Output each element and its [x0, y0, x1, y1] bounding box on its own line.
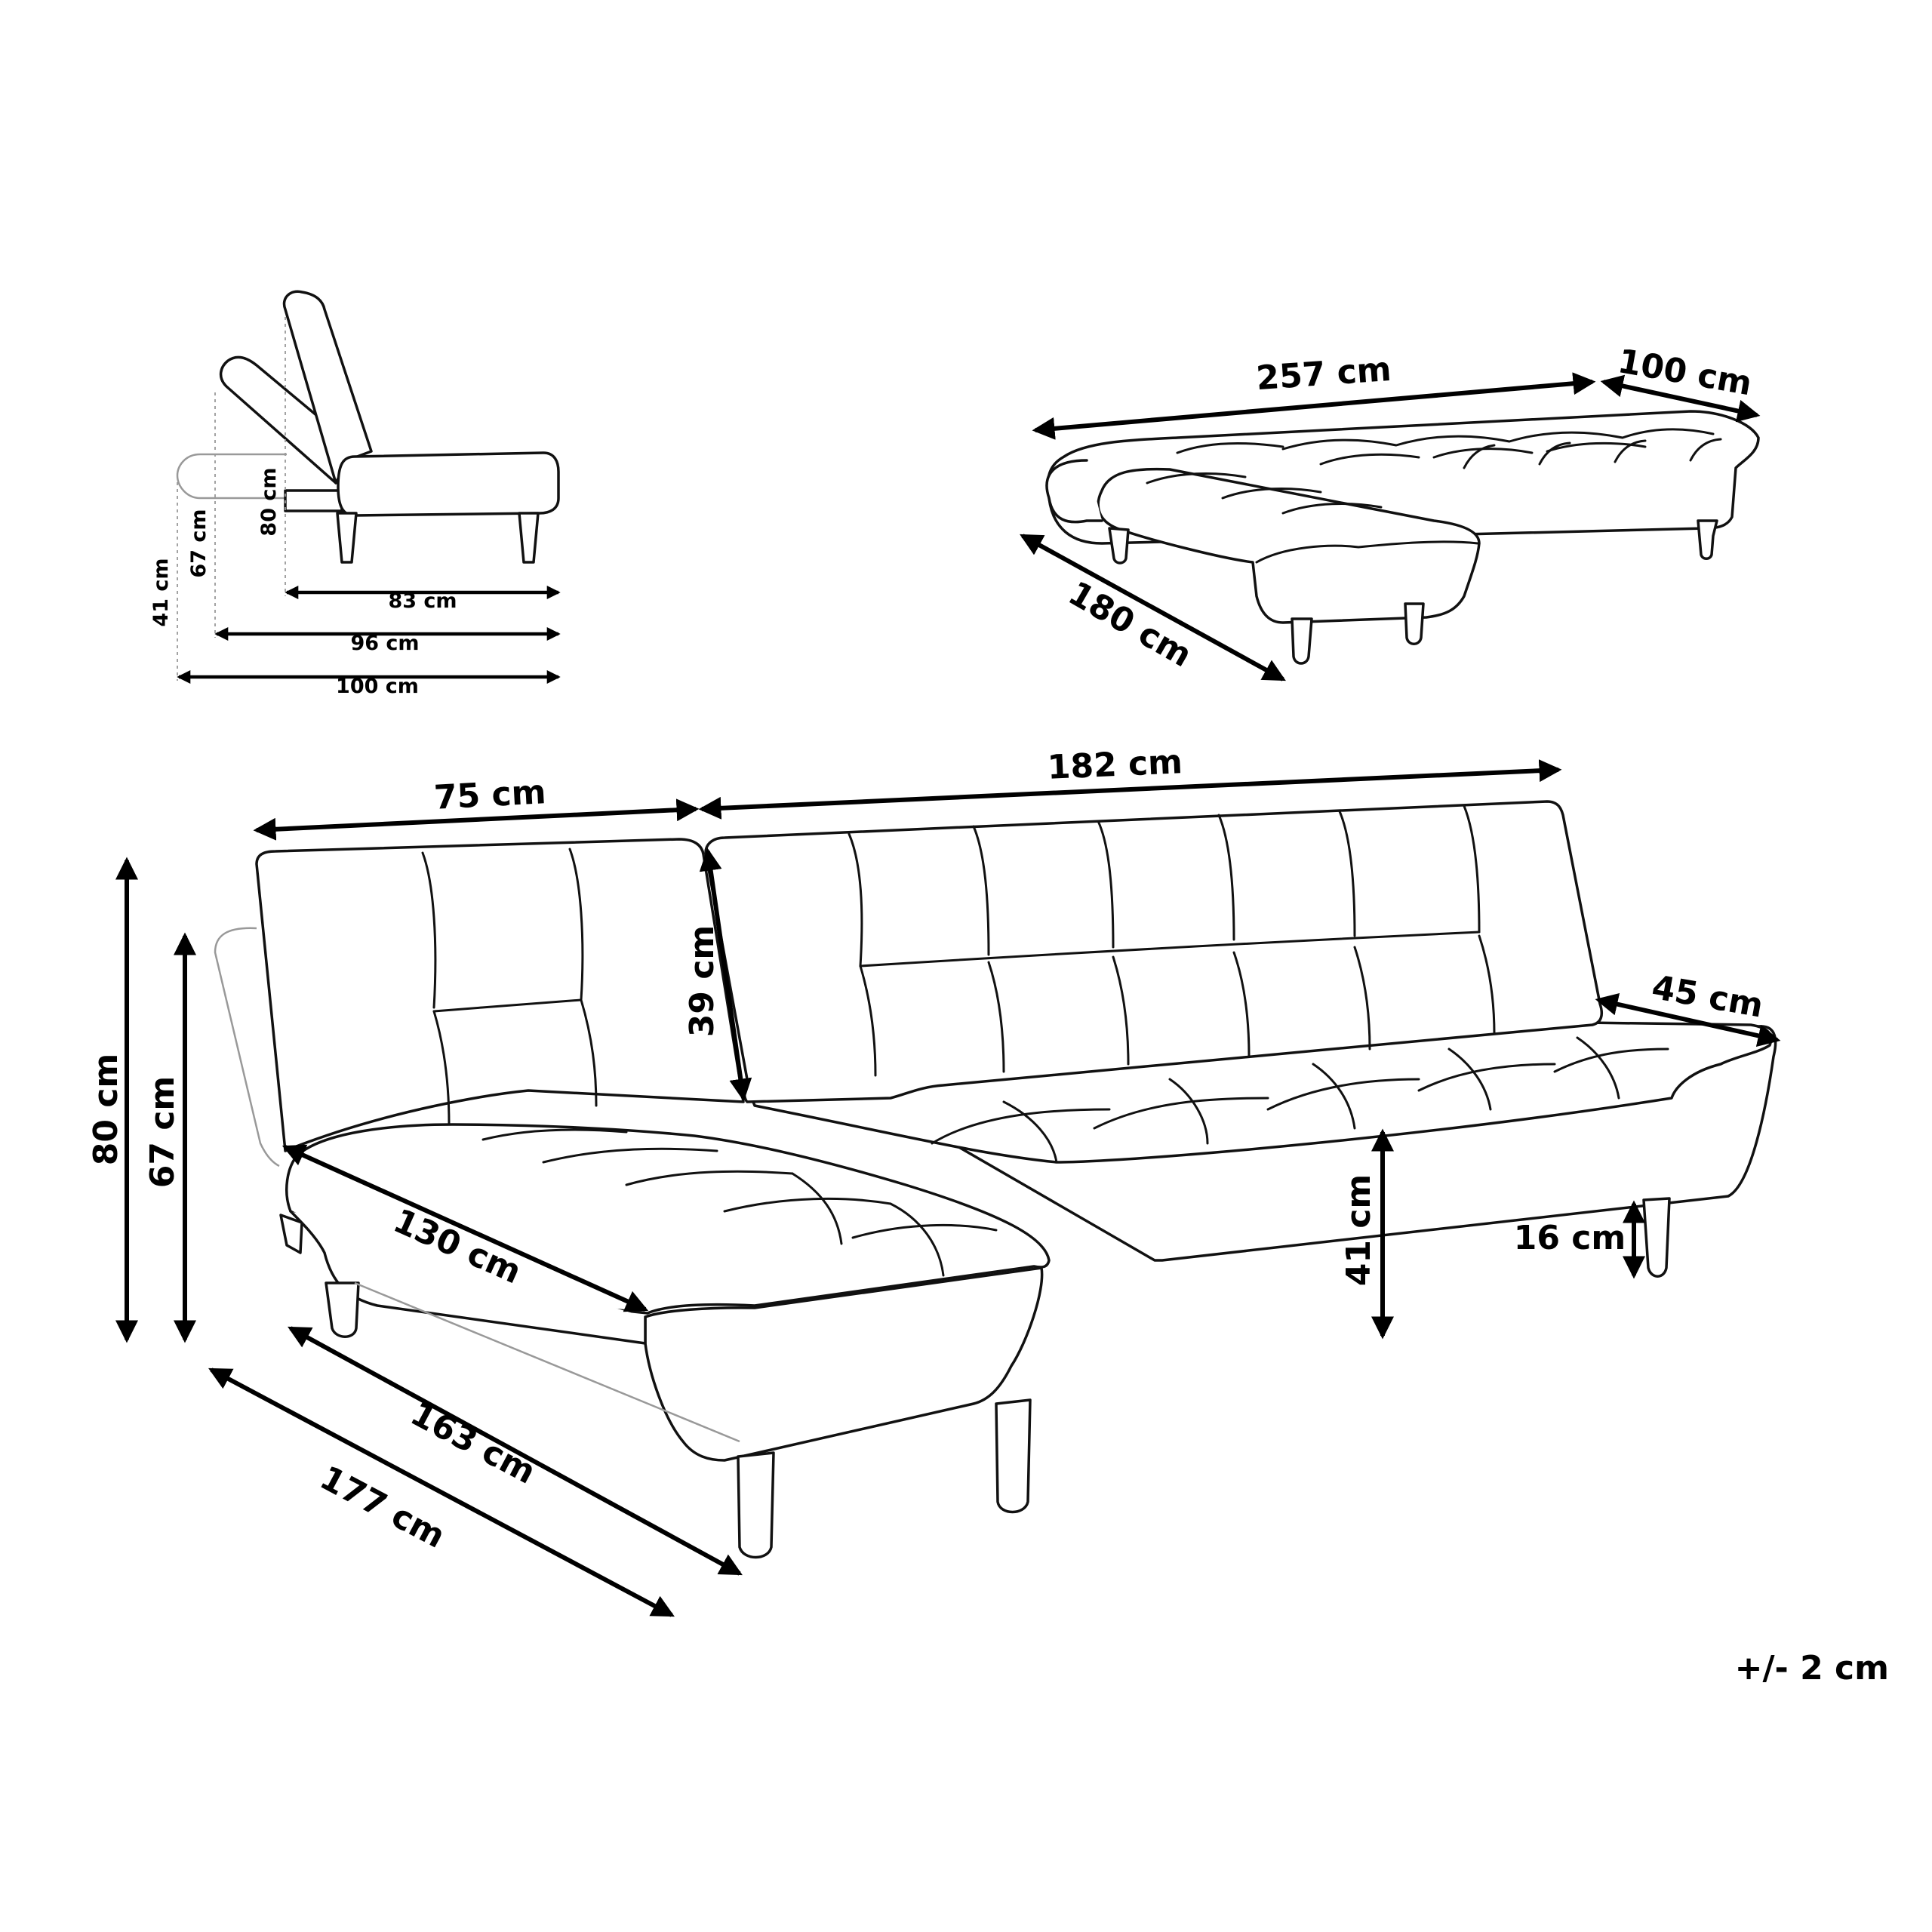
side-total-depth-label: 100 cm [336, 675, 419, 698]
bed-view-dimensions [1020, 372, 1761, 681]
bed-chaise-length-label: 180 cm [1062, 574, 1198, 675]
side-frame [284, 489, 343, 512]
bed-chaise [1097, 467, 1481, 624]
chaise-total-length-label: 177 cm [314, 1459, 451, 1556]
side-seat-depth-label: 83 cm [388, 589, 457, 613]
leg-height-label: 16 cm [1514, 1219, 1626, 1257]
bed-length-label: 257 cm [1255, 350, 1392, 398]
tolerance-label: +/- 2 cm [1735, 1649, 1889, 1687]
side-leg-back [518, 512, 540, 564]
back-height-label: 39 cm [683, 925, 721, 1037]
chaise-leg-front [737, 1451, 775, 1559]
bed-width-label: 100 cm [1615, 342, 1755, 403]
chaise-leg-side [995, 1398, 1032, 1514]
side-seat [337, 451, 560, 517]
bed-left-end [1045, 459, 1103, 524]
chaise-leg-rear [325, 1281, 360, 1338]
chaise-width-label: 75 cm [433, 773, 547, 817]
recline-height-label: 67 cm [143, 1076, 182, 1188]
chaise-length-label: 163 cm [405, 1395, 542, 1492]
bed-chaise-leg-back [1404, 602, 1425, 645]
side-seat-height-label: 41 cm [149, 558, 173, 626]
side-recline-depth-label: 96 cm [350, 632, 419, 655]
side-view-drawing [176, 290, 560, 681]
sofa-width-label: 182 cm [1047, 743, 1183, 787]
side-back-height-label: 80 cm [257, 467, 281, 536]
sofa-leg-right [1642, 1197, 1671, 1278]
side-recline-back [219, 355, 345, 485]
side-recline-height-label: 67 cm [187, 509, 211, 577]
chaise-back [255, 838, 745, 1152]
side-upright-back [282, 290, 373, 485]
bed-leg-right [1697, 519, 1718, 560]
side-view-dimensions [177, 586, 561, 684]
main-ghost-back [214, 927, 280, 1168]
seat-height-label: 41 cm [1340, 1174, 1378, 1286]
bed-chaise-leg-front [1291, 617, 1313, 665]
bed-leg-left [1108, 527, 1130, 565]
total-height-label: 80 cm [87, 1054, 125, 1165]
side-leg-front [336, 512, 358, 564]
main-view-dimensions [115, 759, 1781, 1617]
